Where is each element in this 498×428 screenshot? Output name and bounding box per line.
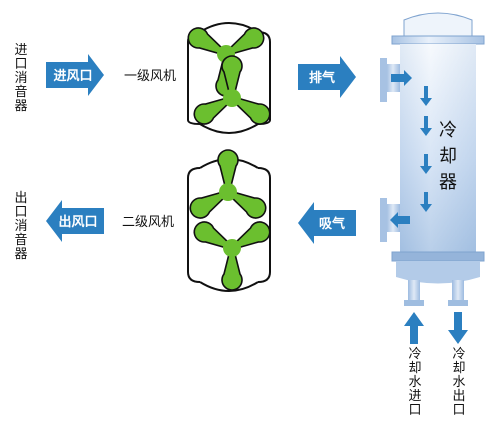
- inlet-arrow-icon: [46, 54, 104, 96]
- blower1-rotor-bottom-icon: [191, 56, 274, 128]
- suction-arrow-icon: [298, 202, 356, 244]
- exhaust-arrow-label: 排气: [309, 70, 335, 86]
- cooler-internal-flow-arrows: [390, 70, 432, 228]
- blower2-rotor-top-icon: [187, 150, 270, 222]
- inlet-silencer-label: 进口消音器: [14, 43, 28, 114]
- outlet-silencer-label: 出口消音器: [14, 191, 28, 262]
- cooler-label: 冷却器: [439, 120, 457, 193]
- outlet-arrow-label: 出风口: [58, 214, 97, 230]
- blower2-label: 二级风机: [122, 215, 174, 230]
- exhaust-arrow-icon: [298, 56, 356, 98]
- water-in-label: 冷却水进口: [408, 347, 422, 418]
- suction-arrow-label: 吸气: [319, 216, 345, 232]
- blower1-label: 一级风机: [124, 69, 176, 84]
- cooler-vessel: [380, 12, 485, 306]
- outlet-arrow-icon: [46, 200, 104, 242]
- inlet-arrow-label: 进风口: [53, 69, 92, 84]
- water-out-label: 冷却水出口: [452, 347, 466, 418]
- water-in-arrow-icon: [404, 312, 424, 344]
- water-out-arrow-icon: [448, 312, 468, 344]
